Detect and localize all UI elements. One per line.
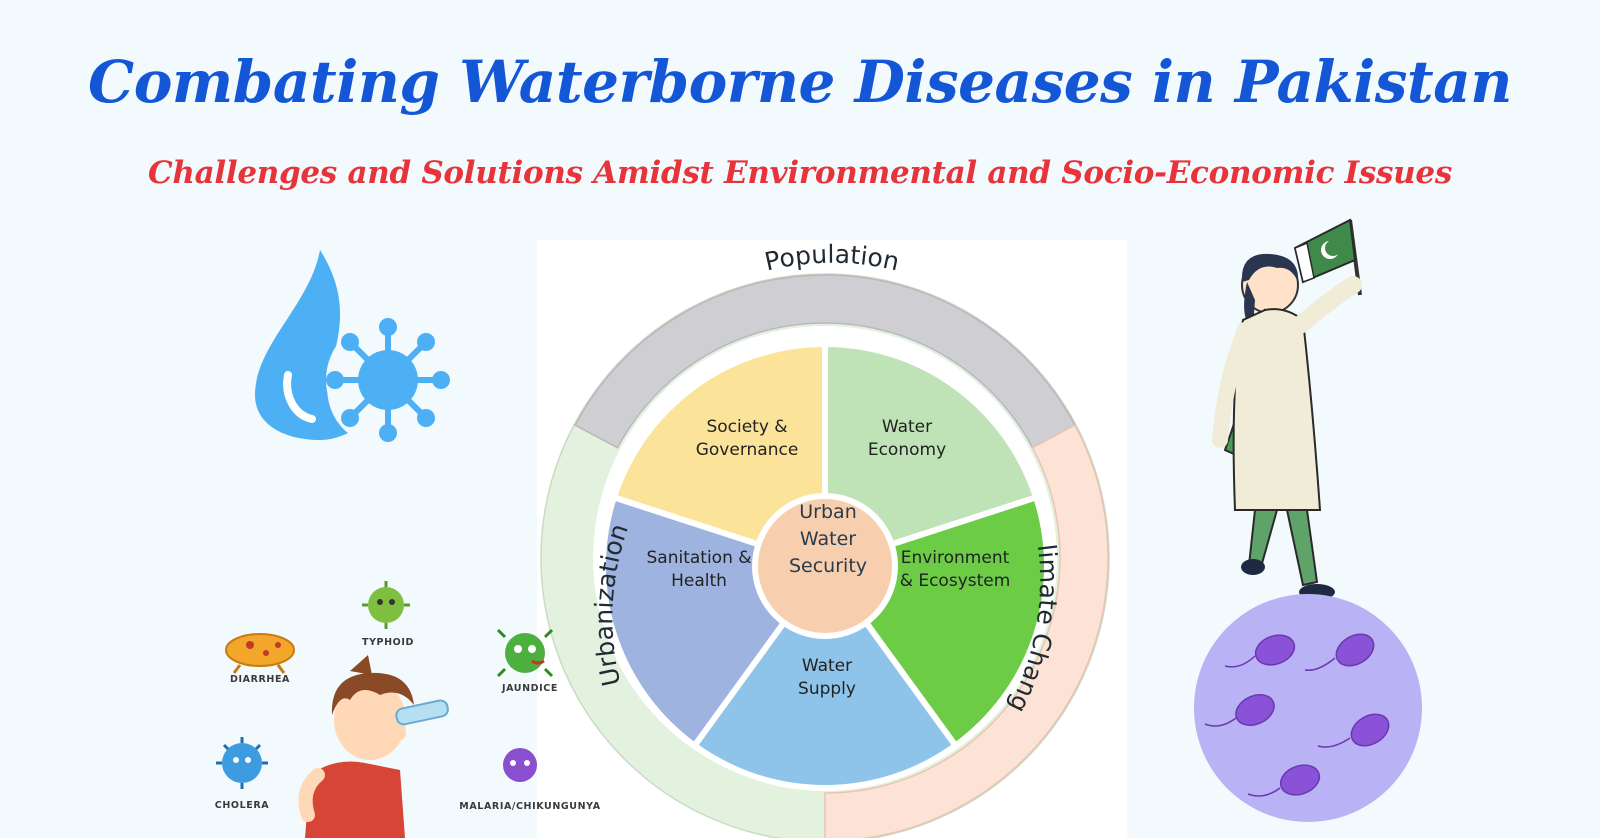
sector-water-economy [822,340,1040,571]
typhoid-label: TYPHOID [362,637,414,648]
ring-climate-segment [824,424,1109,838]
page-subtitle: Challenges and Solutions Amidst Environm… [147,155,1452,191]
cholera-germ-icon [216,737,268,789]
jaundice-label: JAUNDICE [501,683,558,694]
supply-label-line1: Water [802,656,852,676]
environment-label-line2: & Ecosystem [900,571,1011,591]
society-label-line1: Society & [706,417,787,437]
economy-label-line2: Economy [868,440,946,460]
sector-society-governance [610,340,828,571]
ring-label-population: Population [762,240,902,277]
bacteria-globe-icon [1194,594,1422,822]
sector-water-supply [690,560,960,791]
girl-with-flag-illustration [1212,218,1362,600]
page-title: Combating Waterborne Diseases in Pakista… [88,48,1512,116]
typhoid-germ-icon [362,581,410,629]
jaundice-germ-icon [496,628,554,678]
center-label-line1: Urban [799,501,856,523]
center-label-line3: Security [789,555,867,577]
waterborne-germs-illustration: TYPHOID DIARRHEA JAUNDICE CHOLERA MALARI… [215,581,600,838]
water-drop-virus-icon [255,250,450,442]
center-hub [752,493,898,639]
malaria-germ-icon [503,748,537,782]
malaria-label: MALARIA/CHIKUNGUNYA [459,801,600,812]
sanitation-label-line2: Health [671,571,727,591]
center-label-line2: Water [800,528,856,550]
economy-label-line1: Water [882,417,932,437]
environment-label-line1: Environment [901,548,1010,568]
urban-water-security-wheel: Urban Water Security Society & Governanc… [528,217,1127,838]
sanitation-label-line1: Sanitation & [646,548,751,568]
supply-label-line2: Supply [798,679,856,699]
diarrhea-germ-icon [225,633,295,674]
cholera-label: CHOLERA [215,800,269,811]
boy-drinking-icon [298,655,449,838]
pakistan-flag-icon [1293,218,1357,284]
diarrhea-label: DIARRHEA [230,674,290,685]
society-label-line2: Governance [696,440,799,460]
